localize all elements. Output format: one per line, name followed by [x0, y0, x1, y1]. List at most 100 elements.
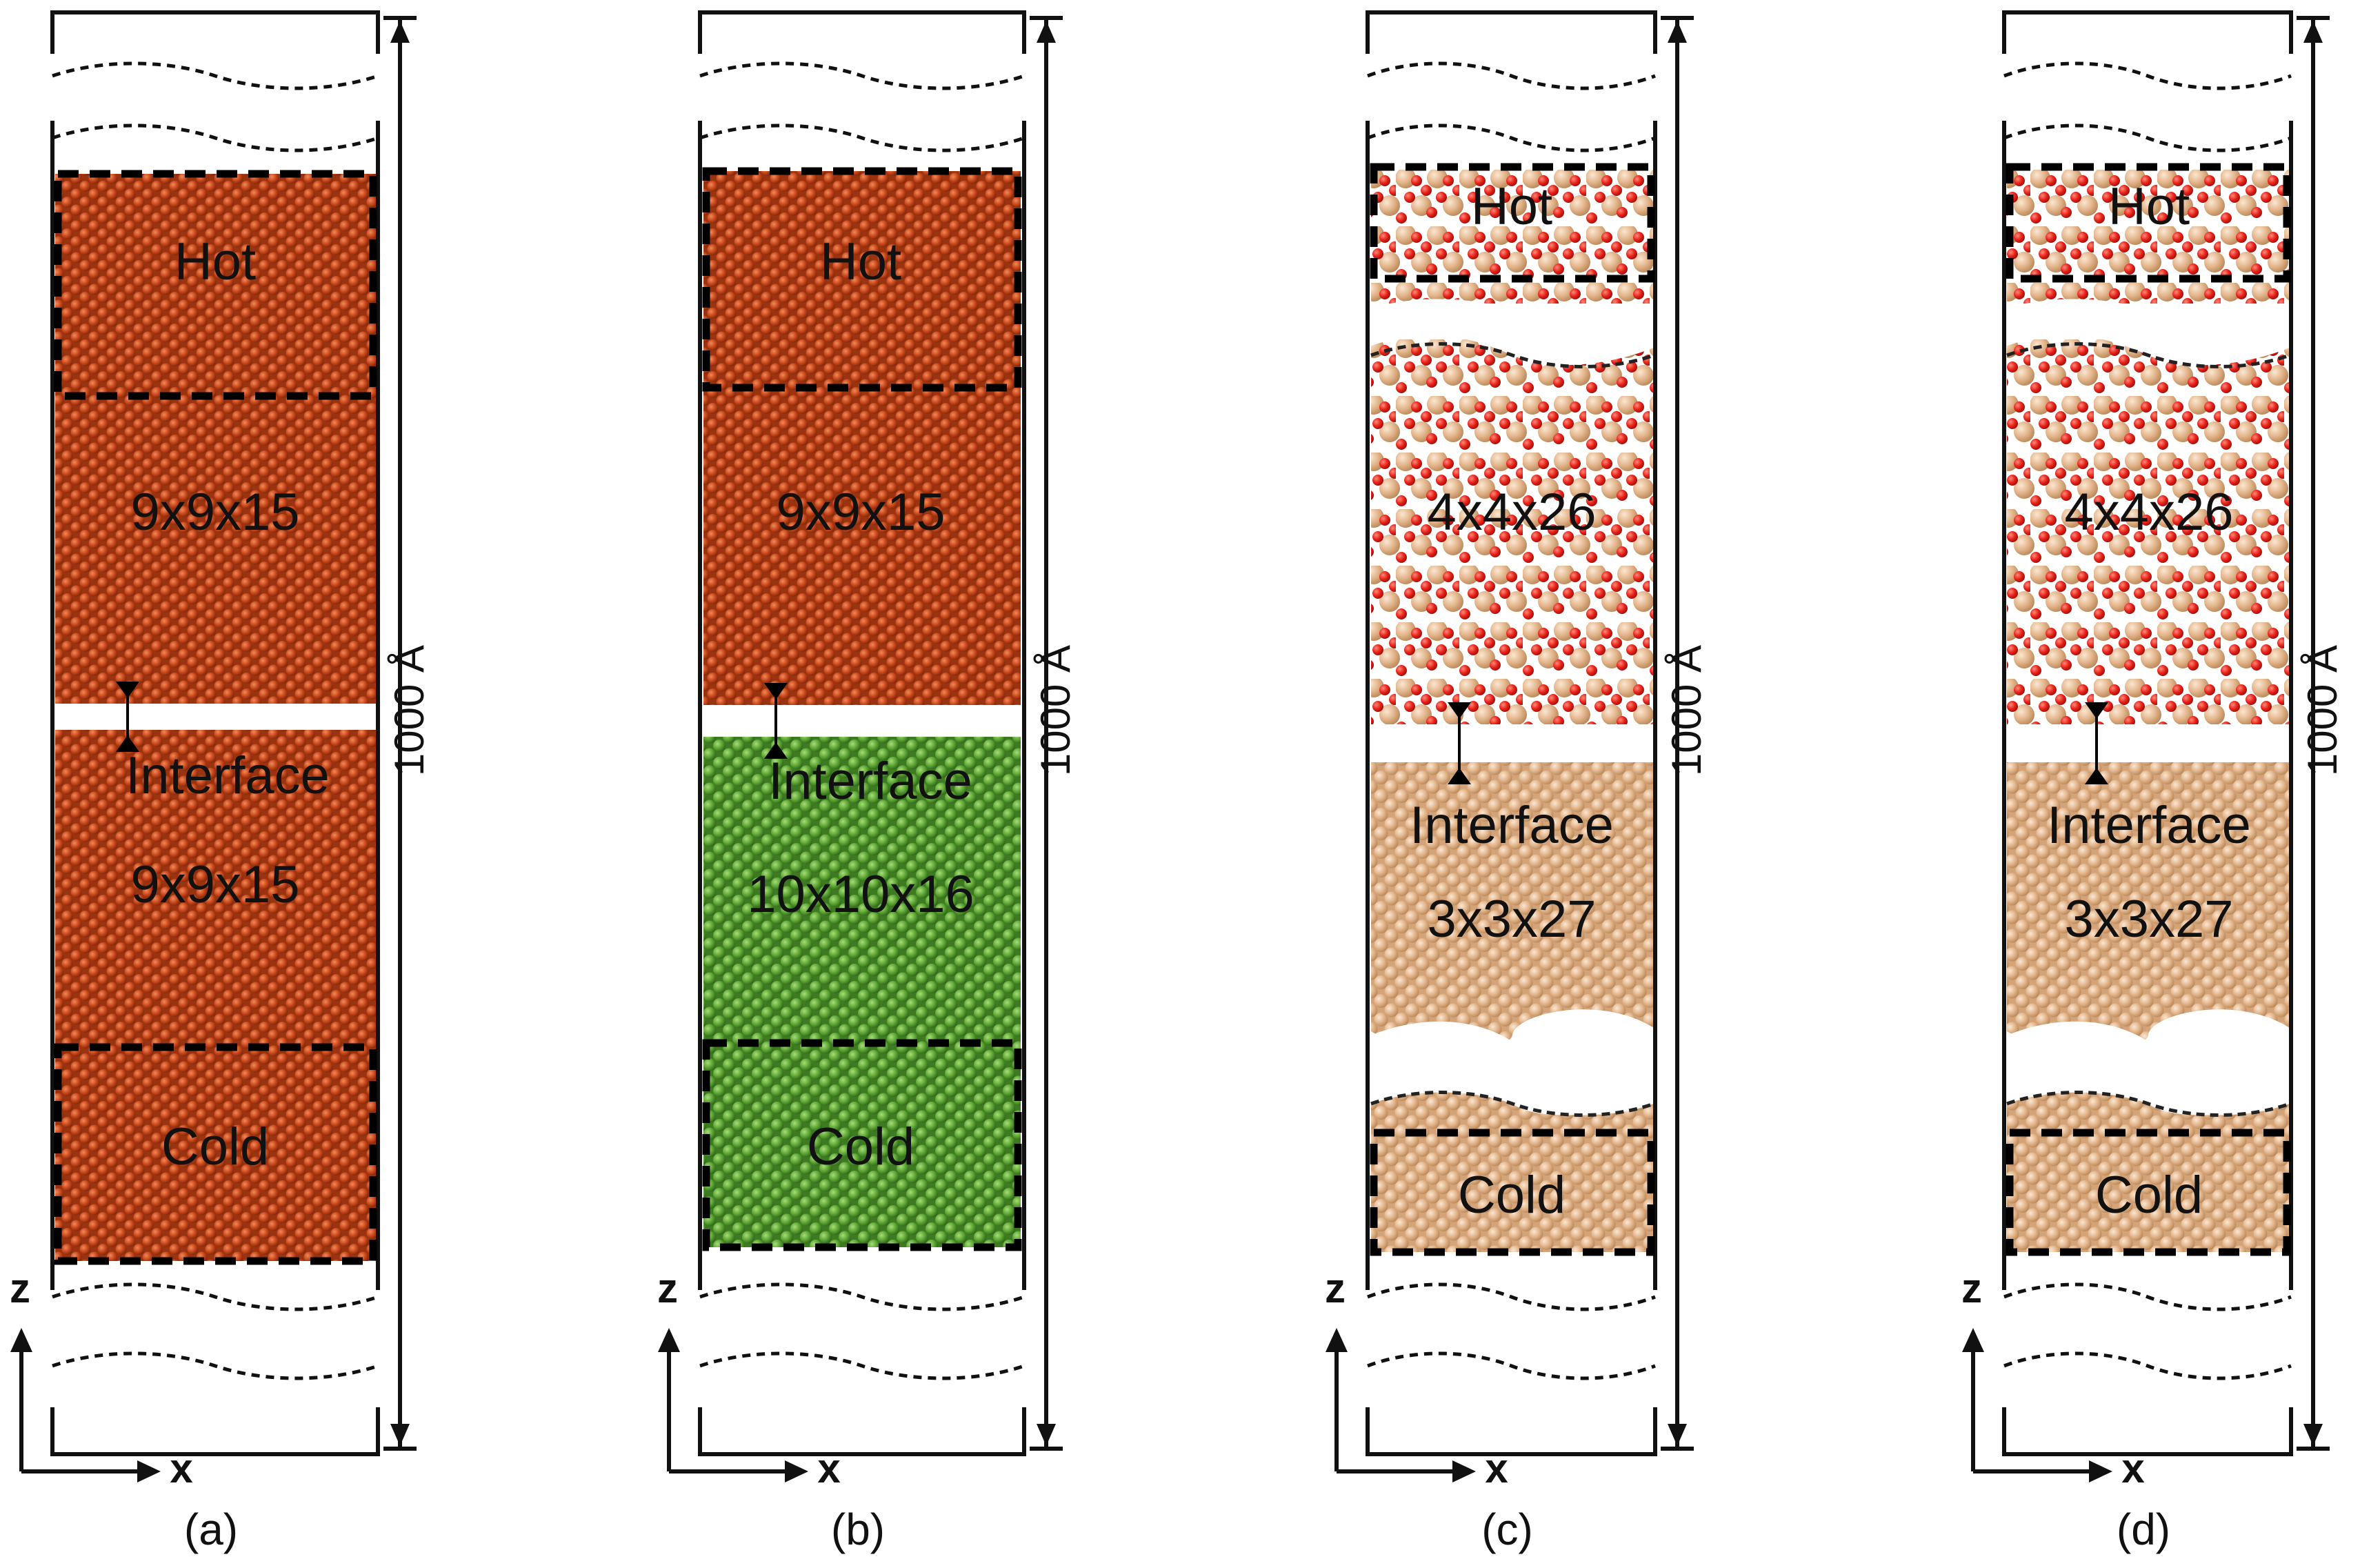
upper-crystal — [2007, 312, 2290, 724]
interface-arrow-down — [764, 683, 788, 699]
x-axis-label: x — [817, 1445, 840, 1491]
interface-label: Interface — [1410, 796, 1614, 855]
interface-gap — [1371, 724, 1654, 762]
x-axis-label: x — [1485, 1445, 1508, 1491]
break-gap-lower — [2000, 1021, 2297, 1115]
interface-arrow-up — [116, 735, 139, 752]
vacuum-break-line — [52, 61, 379, 90]
z-axis-arrowhead — [658, 1328, 680, 1352]
cold-label: Cold — [1458, 1166, 1566, 1224]
hot-region-box — [1370, 163, 1655, 283]
cold-region-box — [2006, 1129, 2291, 1256]
interface-label: Interface — [768, 752, 972, 811]
box-top — [1366, 10, 1657, 54]
interface-label: Interface — [2047, 796, 2251, 855]
length-arrowhead — [1037, 1424, 1056, 1446]
length-arrowhead — [1037, 21, 1056, 43]
hot-label: Hot — [174, 232, 256, 291]
vacuum-break-line — [2003, 1351, 2292, 1380]
cold-region-box — [1370, 1129, 1655, 1256]
length-arrowhead — [2303, 21, 2323, 43]
length-arrowhead — [1668, 1424, 1687, 1446]
vacuum-break-line — [699, 123, 1025, 152]
vacuum-break-line — [699, 1351, 1025, 1380]
z-axis-label: z — [10, 1265, 30, 1311]
break-gap-upper — [1364, 299, 1661, 366]
hot-region-box — [2006, 163, 2291, 283]
hot-label: Hot — [820, 232, 901, 291]
length-arrowhead — [1668, 21, 1687, 43]
upper-crystal — [1371, 312, 1654, 724]
length-label: 1000 Å — [386, 645, 432, 776]
bottom-supercell-label: 10x10x16 — [747, 865, 974, 924]
box-top — [698, 10, 1026, 54]
interface-arrow-up — [764, 742, 788, 759]
length-arrowhead — [390, 1424, 410, 1446]
cold-region-box — [702, 1039, 1022, 1251]
break-line — [2006, 1091, 2290, 1117]
panel-caption: (a) — [184, 1505, 238, 1554]
break-gap-upper — [2000, 299, 2297, 366]
box-top — [2002, 10, 2293, 54]
hot-label: Hot — [2108, 177, 2190, 236]
break-line — [1370, 1091, 1654, 1117]
vacuum-break-line — [699, 1282, 1025, 1311]
break-gap-lower — [1364, 1021, 1661, 1115]
interface-arrow-down — [2085, 702, 2108, 719]
length-arrowhead — [2303, 1424, 2323, 1446]
interface-gap — [2007, 724, 2290, 762]
vacuum-break-line — [2003, 61, 2292, 90]
vacuum-break-line — [1367, 123, 1656, 152]
z-axis-arrowhead — [1962, 1328, 1984, 1352]
bottom-supercell-label: 3x3x27 — [2064, 890, 2233, 949]
panel-caption: (d) — [2117, 1505, 2170, 1554]
box-bottom — [1366, 1407, 1657, 1456]
interface-gap — [55, 704, 376, 730]
box-top — [50, 10, 380, 54]
box-bottom — [2002, 1407, 2293, 1456]
vacuum-break-line — [1367, 61, 1656, 90]
top-supercell-label: 4x4x26 — [1427, 483, 1596, 542]
hot-region-box — [54, 170, 377, 400]
interface-arrow-up — [2085, 768, 2108, 784]
top-supercell-label: 9x9x15 — [130, 483, 299, 542]
upper-crystal — [55, 174, 376, 704]
cold-label: Cold — [2095, 1166, 2203, 1224]
interface-gap — [703, 705, 1021, 737]
vacuum-break-line — [52, 1282, 379, 1311]
vacuum-break-line — [52, 123, 379, 152]
cold-label: Cold — [807, 1118, 914, 1176]
panel-caption: (b) — [831, 1505, 885, 1554]
interface-arrow-down — [1448, 702, 1471, 719]
interface-arrow-up — [1448, 768, 1471, 784]
break-line — [1370, 342, 1654, 368]
interface-label: Interface — [126, 746, 330, 805]
top-supercell-label: 9x9x15 — [776, 483, 945, 542]
interface-arrow-down — [116, 682, 139, 698]
lower-crystal — [55, 730, 376, 1261]
vacuum-break-line — [699, 61, 1025, 90]
upper-crystal — [703, 171, 1021, 705]
x-axis-label: x — [2121, 1445, 2144, 1491]
box-bottom — [698, 1407, 1026, 1456]
length-label: 1000 Å — [1663, 645, 1710, 776]
z-axis-label: z — [657, 1265, 678, 1311]
length-label: 1000 Å — [1032, 645, 1079, 776]
z-axis-arrowhead — [10, 1328, 32, 1352]
bottom-supercell-label: 9x9x15 — [130, 855, 299, 914]
x-axis-label: x — [170, 1445, 192, 1491]
cold-label: Cold — [161, 1118, 269, 1176]
box-bottom — [50, 1407, 380, 1456]
cold-region-box — [54, 1043, 377, 1265]
vacuum-break-line — [1367, 1351, 1656, 1380]
z-axis-label: z — [1961, 1265, 1982, 1311]
vacuum-break-line — [2003, 123, 2292, 152]
length-arrowhead — [390, 21, 410, 43]
vacuum-break-line — [52, 1351, 379, 1380]
lower-crystal — [2007, 762, 2290, 1050]
